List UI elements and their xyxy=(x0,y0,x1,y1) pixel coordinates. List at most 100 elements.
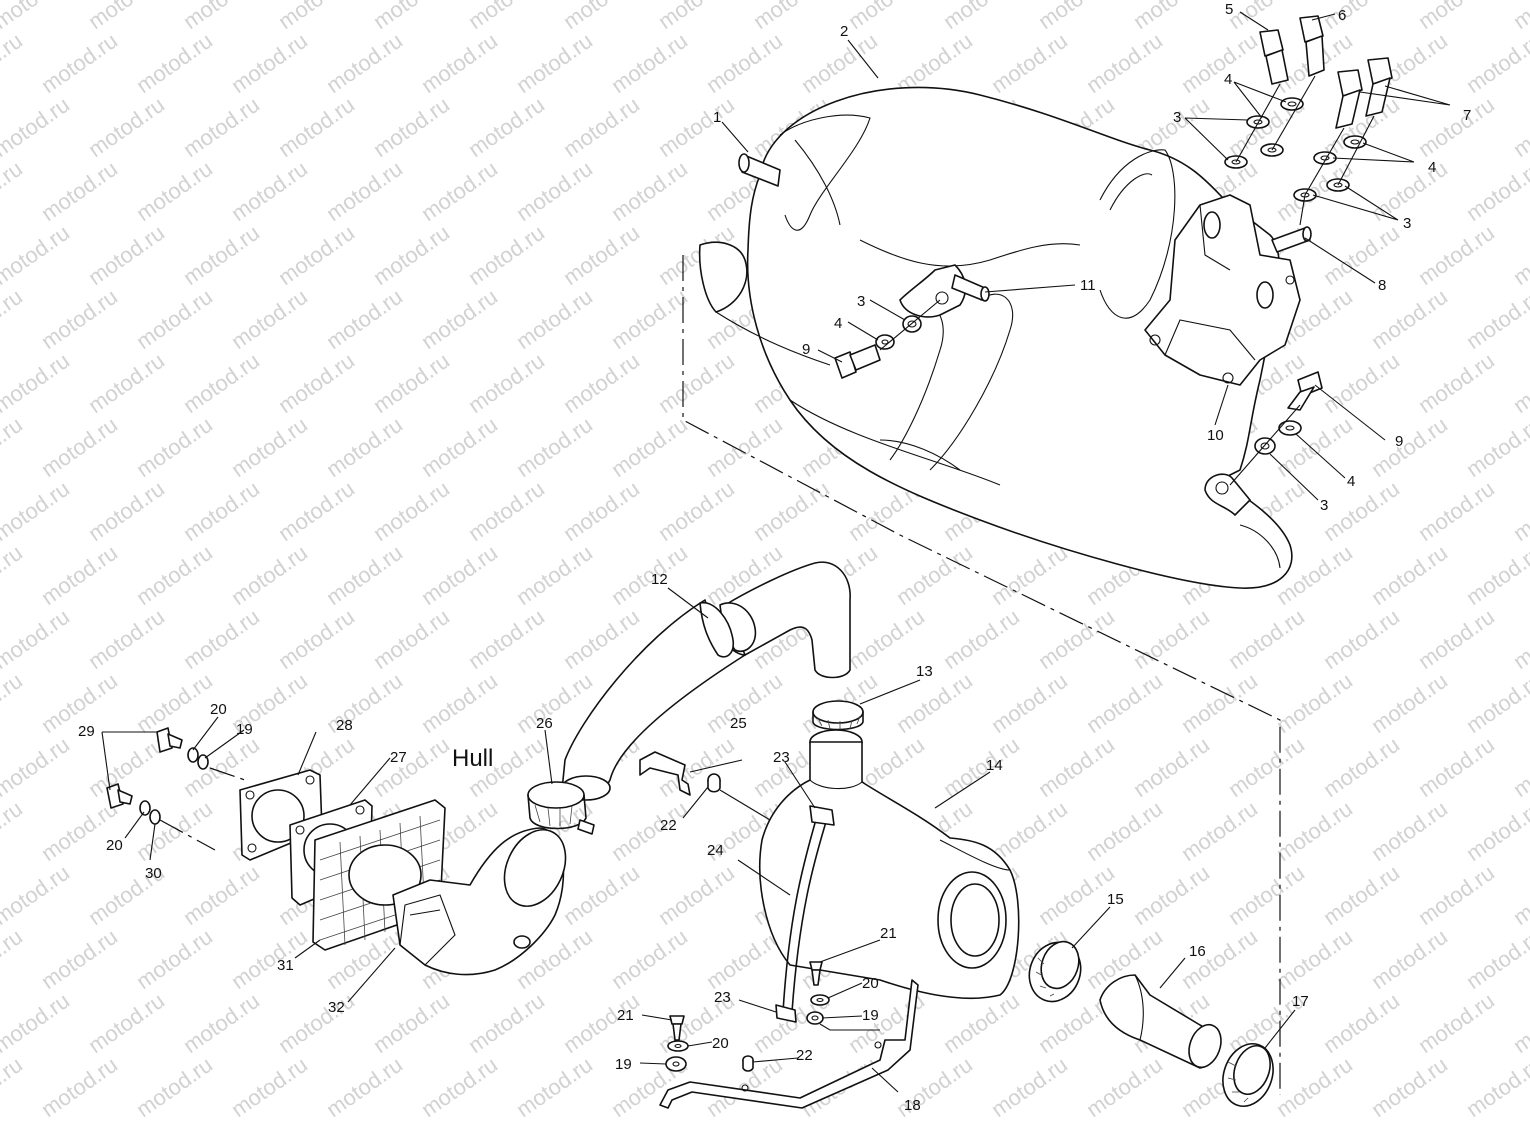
watermark-text: motod.ru xyxy=(512,156,597,226)
watermark-text: motod.ru xyxy=(84,348,169,418)
callout-13: 13 xyxy=(916,663,933,680)
watermark-text: motod.ru xyxy=(1272,668,1357,738)
watermark-text: motod.ru xyxy=(607,924,692,994)
watermark-text: motod.ru xyxy=(322,28,407,98)
callout-22: 22 xyxy=(660,817,677,834)
watermark-text: motod.ru xyxy=(607,796,692,866)
watermark-text: motod.ru xyxy=(417,668,502,738)
watermark-text: motod.ru xyxy=(987,1052,1072,1122)
watermark-text: motod.ru xyxy=(227,284,312,354)
watermark-text: motod.ru xyxy=(1414,988,1499,1058)
watermark-text: motod.ru xyxy=(559,92,644,162)
callout-27: 27 xyxy=(390,749,407,766)
callout-17: 17 xyxy=(1292,993,1309,1010)
watermark-text: motod.ru xyxy=(1414,732,1499,802)
callout-9: 9 xyxy=(802,341,810,358)
watermark-text: motod.ru xyxy=(1367,1052,1452,1122)
watermark-text: motod.ru xyxy=(322,412,407,482)
watermark-text: motod.ru xyxy=(274,988,359,1058)
watermark-text: motod.ru xyxy=(179,988,264,1058)
callout-28: 28 xyxy=(336,717,353,734)
watermark-text: motod.ru xyxy=(1509,220,1530,290)
watermark-text: motod.ru xyxy=(1082,1052,1167,1122)
watermark-text: motod.ru xyxy=(1319,604,1404,674)
watermark-text: motod.ru xyxy=(179,220,264,290)
callout-9: 9 xyxy=(1395,433,1403,450)
watermark-text: motod.ru xyxy=(607,540,692,610)
watermark-text: motod.ru xyxy=(369,0,454,34)
watermark-text: motod.ru xyxy=(1414,860,1499,930)
watermark-text: motod.ru xyxy=(84,604,169,674)
watermark-text: motod.ru xyxy=(132,540,217,610)
watermark-text: motod.ru xyxy=(1224,732,1309,802)
watermark-text: motod.ru xyxy=(607,156,692,226)
callout-19: 19 xyxy=(236,721,253,738)
watermark-text: motod.ru xyxy=(1367,796,1452,866)
watermark-text: motod.ru xyxy=(1414,476,1499,546)
watermark-text: motod.ru xyxy=(654,476,739,546)
callout-32: 32 xyxy=(328,999,345,1016)
watermark-text: motod.ru xyxy=(37,540,122,610)
callout-5: 5 xyxy=(1225,1,1233,18)
watermark-text: motod.ru xyxy=(1082,796,1167,866)
watermark-text: motod.ru xyxy=(1367,924,1452,994)
fitting-part-11 xyxy=(951,274,990,302)
watermark-text: motod.ru xyxy=(1509,476,1530,546)
watermark-text: motod.ru xyxy=(1129,732,1214,802)
watermark-text: motod.ru xyxy=(1509,0,1530,34)
watermark-text: motod.ru xyxy=(1272,796,1357,866)
watermark-text: motod.ru xyxy=(0,412,27,482)
watermark-text: motod.ru xyxy=(0,860,74,930)
watermark-text: motod.ru xyxy=(1224,604,1309,674)
watermark-text: motod.ru xyxy=(132,28,217,98)
watermark-text: motod.ru xyxy=(322,668,407,738)
watermark-text: motod.ru xyxy=(417,540,502,610)
watermark-text: motod.ru xyxy=(84,732,169,802)
watermark-text: motod.ru xyxy=(607,284,692,354)
watermark-text: motod.ru xyxy=(417,156,502,226)
callout-14: 14 xyxy=(986,757,1003,774)
watermark-text: motod.ru xyxy=(37,924,122,994)
callout-3: 3 xyxy=(1173,109,1181,126)
watermark-text: motod.ru xyxy=(179,0,264,34)
bolt-part-6 xyxy=(1299,15,1325,77)
watermark-text: motod.ru xyxy=(1129,604,1214,674)
watermark-text: motod.ru xyxy=(179,860,264,930)
watermark-text: motod.ru xyxy=(369,732,454,802)
watermark-text: motod.ru xyxy=(1367,668,1452,738)
watermark-text: motod.ru xyxy=(1414,0,1499,34)
bolt-part-29-upper xyxy=(156,727,183,753)
watermark-text: motod.ru xyxy=(0,604,74,674)
watermark-text: motod.ru xyxy=(0,220,74,290)
watermark-text: motod.ru xyxy=(274,92,359,162)
watermark-text: motod.ru xyxy=(0,156,27,226)
callout-21: 21 xyxy=(617,1007,634,1024)
callout-16: 16 xyxy=(1189,943,1206,960)
watermark-text: motod.ru xyxy=(1224,860,1309,930)
watermark-text: motod.ru xyxy=(227,156,312,226)
callout-8: 8 xyxy=(1378,277,1386,294)
watermark-text: motod.ru xyxy=(987,540,1072,610)
watermark-text: motod.ru xyxy=(1509,92,1530,162)
watermark-text: motod.ru xyxy=(464,604,549,674)
callout-3: 3 xyxy=(1320,497,1328,514)
watermark-text: motod.ru xyxy=(1272,1052,1357,1122)
watermark-text: motod.ru xyxy=(1462,412,1530,482)
callout-31: 31 xyxy=(277,957,294,974)
watermark-text: motod.ru xyxy=(417,284,502,354)
watermark-text: motod.ru xyxy=(939,732,1024,802)
callout-26: 26 xyxy=(536,715,553,732)
watermark-text: motod.ru xyxy=(892,540,977,610)
watermark-text: motod.ru xyxy=(369,220,454,290)
watermark-text: motod.ru xyxy=(939,0,1024,34)
callout-2: 2 xyxy=(840,23,848,40)
watermark-text: motod.ru xyxy=(369,476,454,546)
callout-19: 19 xyxy=(862,1007,879,1024)
watermark-text: motod.ru xyxy=(1319,860,1404,930)
clamp-part-26 xyxy=(527,781,595,835)
callout-20: 20 xyxy=(862,975,879,992)
watermark-text: motod.ru xyxy=(1509,348,1530,418)
watermark-text: motod.ru xyxy=(179,476,264,546)
clamp-part-13 xyxy=(812,700,864,731)
